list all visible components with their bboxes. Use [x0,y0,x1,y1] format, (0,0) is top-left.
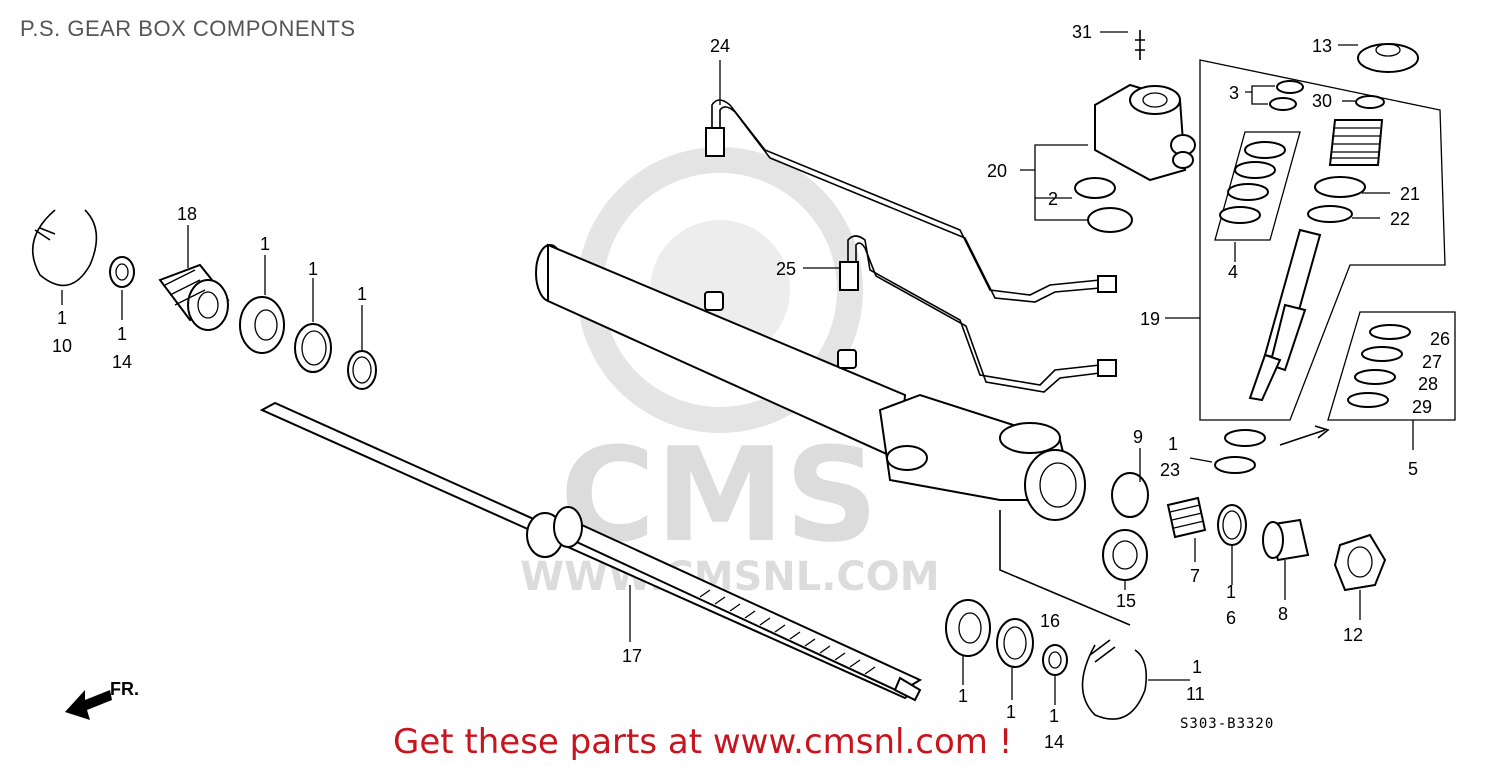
callout-28: 28 [1418,374,1438,394]
part-3-washers [1269,80,1304,111]
part-19-pinion-valve [1199,59,1446,421]
part-22-washer [1307,205,1353,223]
callout-14: 14 [112,352,132,372]
callout-4: 4 [1228,262,1238,282]
callout-2: 2 [1048,189,1058,209]
callout-9: 9 [1133,427,1143,447]
gearbox-housing [535,243,1086,521]
callout-1-for-10: 1 [57,308,67,328]
footer-link-text[interactable]: Get these parts at www.cmsnl.com ! [393,722,1013,762]
callout-20: 20 [987,161,1007,181]
part-10-clamp [31,209,98,287]
part-5-shim-set [1279,311,1456,446]
fr-label: FR. [110,679,139,699]
callout-1-for-14b: 1 [1049,706,1059,726]
callout-1-d: 1 [958,686,968,706]
callout-15: 15 [1116,591,1136,611]
diagram-code: S303-B3320 [1180,716,1275,732]
callout-1-for-11: 1 [1192,657,1202,677]
callout-24: 24 [710,36,730,56]
callout-27: 27 [1422,352,1442,372]
callout-29: 29 [1412,397,1432,417]
part-7-spring [1166,496,1207,539]
part-spring-stack [1328,119,1384,166]
callout-21: 21 [1400,184,1420,204]
callout-30: 30 [1312,91,1332,111]
page-title: P.S. GEAR BOX COMPONENTS [20,16,356,41]
part-25-return-line [839,235,1117,393]
part-11-clamp [1081,639,1148,720]
callout-16: 16 [1040,611,1060,631]
callout-labels: 1 10 1 14 18 1 1 1 17 24 25 31 20 2 13 3… [52,22,1450,752]
callout-17: 17 [622,646,642,666]
part-2-seals [1074,177,1133,233]
part-8-screw [1262,518,1310,562]
callout-6: 6 [1226,608,1236,628]
part-24-feed-line [705,99,1117,303]
part-16-bracket [999,510,1131,626]
callout-31: 31 [1072,22,1092,42]
callout-11: 11 [1186,684,1205,704]
callout-1-a: 1 [260,234,270,254]
callout-10: 10 [52,336,72,356]
callout-1-e: 1 [1006,702,1016,722]
part-1-seal-a [239,296,285,354]
part-20-valve-body [1094,30,1196,182]
part-15-bushing [1102,529,1148,581]
part-21-bearing [1314,176,1366,198]
callout-18: 18 [177,204,197,224]
part-23-washer [1214,429,1266,474]
callout-1-for-6: 1 [1226,582,1236,602]
callout-3: 3 [1229,83,1239,103]
part-18-bushing [158,263,230,331]
callout-22: 22 [1390,209,1410,229]
part-9-rack-guide [1111,472,1149,518]
front-direction-arrow: FR. [65,679,139,720]
part-17-steering-rack [259,401,923,702]
part-6-oring [1217,504,1247,546]
bottom-seals [945,599,1068,676]
part-1-ring-c [347,350,377,390]
callout-13: 13 [1312,36,1332,56]
callout-25: 25 [776,259,796,279]
callout-1-for-14: 1 [117,324,127,344]
part-4-seal-kit [1214,131,1301,241]
part-12-locknut [1333,533,1387,592]
callout-14b: 14 [1044,732,1064,752]
part-1-seal-b [294,323,332,373]
part-13-cap [1357,43,1419,73]
leader-lines [61,31,1414,705]
callout-1-for-23: 1 [1168,434,1178,454]
callout-7: 7 [1190,566,1200,586]
callout-8: 8 [1278,604,1288,624]
callout-23: 23 [1160,460,1180,480]
callout-19: 19 [1140,309,1160,329]
callout-26: 26 [1430,329,1450,349]
callout-12: 12 [1343,625,1363,645]
callout-1-b: 1 [308,259,318,279]
callout-5: 5 [1408,459,1418,479]
part-14-nut [109,256,135,288]
callout-1-c: 1 [357,284,367,304]
